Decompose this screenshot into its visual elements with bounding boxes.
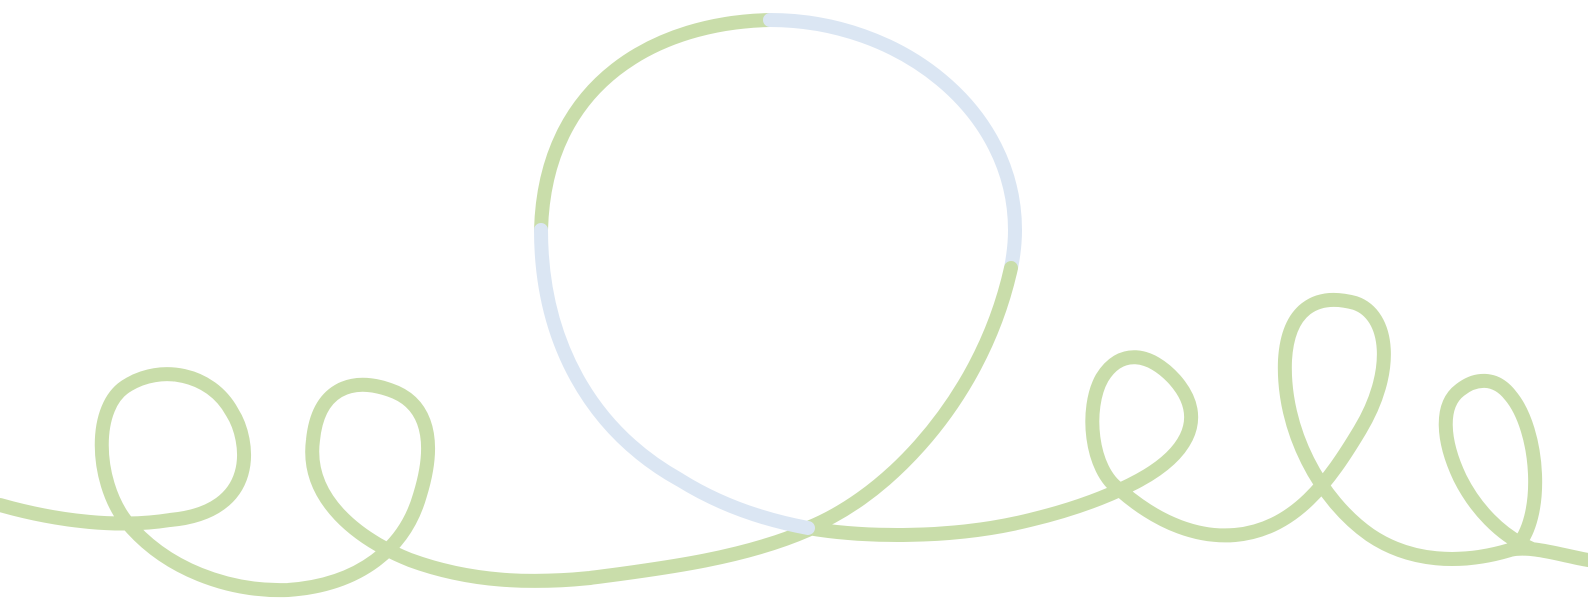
cycle-arc-top-left (534, 13, 777, 237)
ribbon-left-section (0, 367, 815, 598)
label-top-left: לימוד (0, 0, 12, 8)
cycle-arc-bottom-right (801, 261, 1018, 535)
label-top-left-text: לימוד (0, 0, 12, 8)
ribbon-right-section (801, 292, 1588, 567)
cycle-arc-top-right (763, 13, 1022, 275)
label-bottom-left: פיתוח תוכניות (0, 0, 12, 8)
label-bottom-right-text: תיעוד (0, 0, 12, 8)
ribbon-small-right-loop (1438, 373, 1543, 555)
label-bottom-left-text: פיתוח תוכניות (0, 0, 12, 8)
label-top-right: מחקר (0, 0, 13, 8)
cycle-arc-bottom-left (534, 223, 815, 535)
label-bottom-right: תיעוד (0, 0, 12, 8)
label-top-right-text: מחקר (0, 0, 13, 8)
